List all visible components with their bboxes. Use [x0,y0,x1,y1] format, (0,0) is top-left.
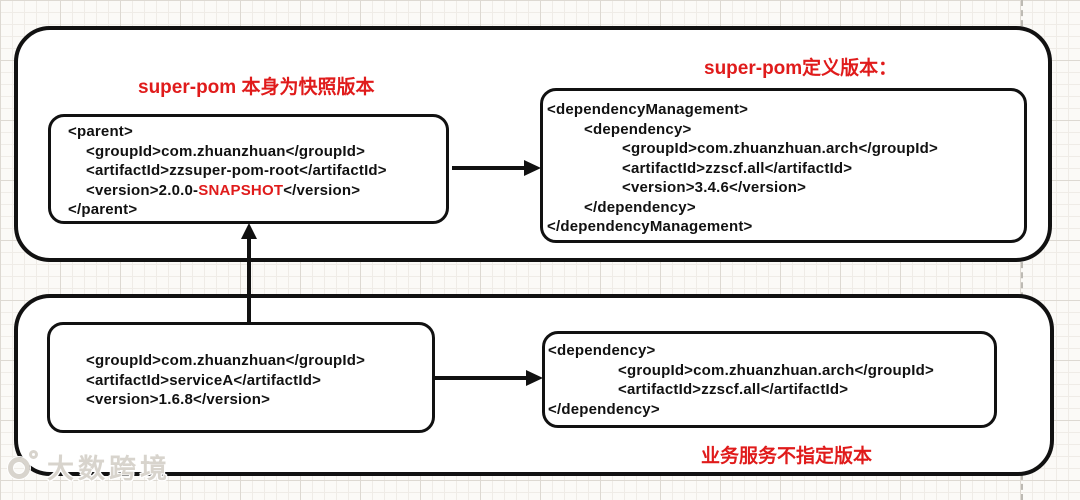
parent-pom-code-box: <parent> <groupId>com.zhuanzhuan</groupI… [48,114,449,224]
code-line: </dependency> [548,400,660,418]
code-line: <dependency> [548,342,656,359]
code-line: <dependencyManagement> [547,101,749,118]
version-prefix: <version>2.0.0- [86,181,199,199]
code-line: <artifactId>zzsuper-pom-root</artifactId… [86,162,387,179]
service-dependency-code-box: <dependency> <groupId>com.zhuanzhuan.arc… [542,331,997,428]
arrow-service-to-parent-head-icon [241,223,257,239]
code-line: <parent> [68,123,133,140]
snapshot-highlight: SNAPSHOT [198,181,284,199]
code-line: <artifactId>zzscf.all</artifactId> [618,381,849,398]
code-line: <groupId>com.zhuanzhuan</groupId> [86,352,366,369]
code-line: <version>1.6.8</version> [86,391,271,408]
code-line: <dependency> [584,120,692,138]
code-line: </dependencyManagement> [547,218,753,235]
code-line: <artifactId>zzscf.all</artifactId> [622,159,853,177]
caption-super-pom-defines-version: super-pom定义版本： [704,58,898,79]
code-line: <groupId>com.zhuanzhuan.arch</groupId> [622,140,938,157]
version-suffix: </version> [283,181,361,199]
code-line: <version>3.4.6</version> [622,179,807,196]
arrow-service-to-dependency-head-icon [526,370,543,386]
watermark: 大数跨境 [6,447,171,486]
caption-service-no-version: 业务服务不指定版本 [701,446,873,467]
arrow-parent-to-depmgmt-head-icon [524,160,541,176]
arrow-service-to-parent-shaft [247,238,251,323]
watermark-logo-icon [6,449,40,484]
dependency-management-code-box: <dependencyManagement> <dependency> <gro… [540,88,1027,243]
caption-super-pom-snapshot: super-pom 本身为快照版本 [138,77,375,98]
service-a-code-box: <groupId>com.zhuanzhuan</groupId> <artif… [47,322,435,433]
code-line: <groupId>com.zhuanzhuan.arch</groupId> [618,361,934,379]
watermark-text: 大数跨境 [47,454,171,484]
code-line-version-snapshot: <version>2.0.0-SNAPSHOT</version> [68,181,446,201]
arrow-parent-to-depmgmt-shaft [452,166,526,170]
code-line: </dependency> [584,198,696,216]
code-line: <artifactId>serviceA</artifactId> [86,371,322,389]
code-line: </parent> [68,201,138,218]
arrow-service-to-dependency-shaft [434,376,528,380]
code-line: <groupId>com.zhuanzhuan</groupId> [86,142,366,160]
